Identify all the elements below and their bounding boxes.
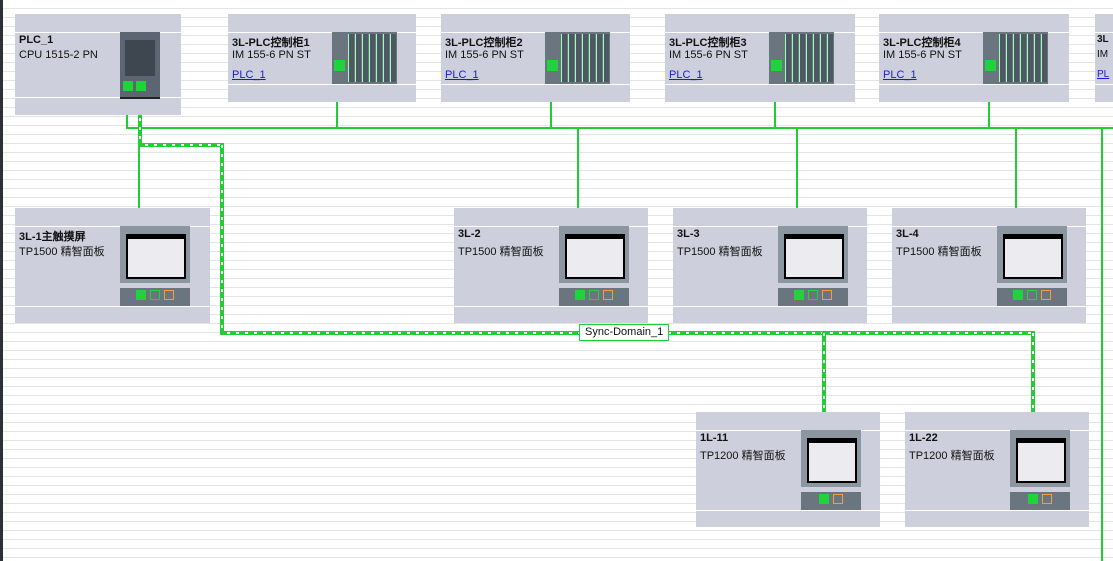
device-name: 3L-4 <box>896 228 919 240</box>
plc-link[interactable]: PLC_1 <box>445 69 479 81</box>
device-name: 1L-11 <box>700 432 729 444</box>
profinet-drop <box>336 84 338 128</box>
device-band <box>441 32 630 85</box>
device-plc[interactable]: 3L IM PL <box>1095 14 1113 102</box>
plc-link[interactable]: PLC_1 <box>232 69 266 81</box>
device-band <box>696 430 880 511</box>
profinet-drop <box>1101 128 1103 561</box>
plc-link[interactable]: PL <box>1097 69 1110 80</box>
device-band <box>905 430 1089 511</box>
hmi-panel-icon <box>778 226 848 306</box>
device-band <box>665 32 855 85</box>
profinet-drop <box>1015 128 1017 226</box>
plc-link[interactable]: PLC_1 <box>669 69 703 81</box>
device-type: IM 155-6 PN ST <box>445 49 524 61</box>
profinet-drop <box>138 145 140 226</box>
device-type: IM 155-6 PN ST <box>883 49 962 61</box>
sync-domain-line <box>138 143 224 147</box>
device-name: 3L-PLC控制柜3 <box>669 37 747 49</box>
cpu-module-icon <box>120 32 160 99</box>
device-hmi[interactable]: 3L-1主触摸屏 TP1500 精智面板 <box>15 208 210 323</box>
device-type: TP1500 精智面板 <box>896 246 982 258</box>
device-type: CPU 1515-2 PN <box>19 49 98 61</box>
device-band <box>879 32 1069 85</box>
sync-domain-line <box>220 143 224 335</box>
device-name: PLC_1 <box>19 34 54 46</box>
hmi-panel-icon <box>1010 430 1070 510</box>
device-band <box>1095 32 1113 85</box>
device-name: 3L-PLC控制柜1 <box>232 37 310 49</box>
hmi-panel-icon <box>997 226 1067 306</box>
profinet-drop <box>550 84 552 128</box>
hmi-panel-icon <box>120 226 190 306</box>
device-name: 3L <box>1097 34 1109 45</box>
device-type: TP1500 精智面板 <box>458 246 544 258</box>
device-band <box>15 226 210 307</box>
device-name: 3L-2 <box>458 228 481 240</box>
device-band <box>228 32 416 85</box>
device-name: 1L-22 <box>909 432 938 444</box>
profinet-drop <box>774 84 776 128</box>
io-module-icon <box>545 32 610 84</box>
io-module-icon <box>983 32 1048 84</box>
device-type: TP1500 精智面板 <box>19 246 105 258</box>
profinet-drop <box>988 84 990 128</box>
io-module-icon <box>769 32 834 84</box>
left-border <box>0 0 3 561</box>
sync-domain-label[interactable]: Sync-Domain_1 <box>579 324 670 341</box>
profinet-bus[interactable] <box>126 127 1113 129</box>
plc-link[interactable]: PLC_1 <box>883 69 917 81</box>
profinet-drop <box>796 128 798 226</box>
device-type: TP1500 精智面板 <box>677 246 763 258</box>
hmi-panel-icon <box>559 226 629 306</box>
device-band <box>892 226 1086 307</box>
device-name: 3L-1主触摸屏 <box>19 231 86 243</box>
device-type: TP1200 精智面板 <box>700 450 786 462</box>
profinet-drop <box>577 128 579 226</box>
hmi-panel-icon <box>801 430 861 510</box>
device-band <box>673 226 867 307</box>
io-module-icon <box>332 32 397 84</box>
device-band <box>15 32 181 98</box>
device-type: IM 155-6 PN ST <box>669 49 748 61</box>
device-name: 3L-3 <box>677 228 700 240</box>
device-name: 3L-PLC控制柜2 <box>445 37 523 49</box>
device-name: 3L-PLC控制柜4 <box>883 37 961 49</box>
device-type: IM 155-6 PN ST <box>232 49 311 61</box>
device-band <box>454 226 648 307</box>
device-type: TP1200 精智面板 <box>909 450 995 462</box>
device-type: IM <box>1097 49 1109 60</box>
